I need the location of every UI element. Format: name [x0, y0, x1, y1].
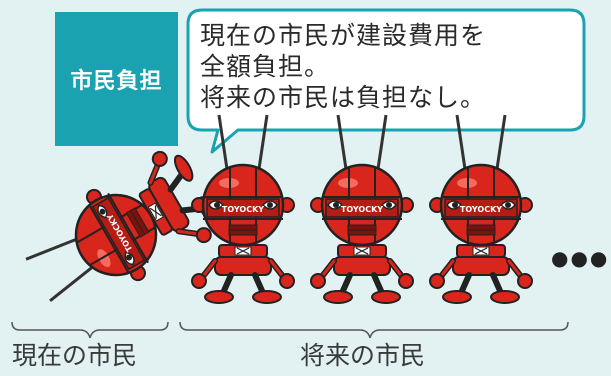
continuation-dots: ●●● — [551, 246, 609, 270]
bubble-line: 将来の市民は負担なし。 — [200, 83, 487, 112]
standing-robot-icon: TOYOCKY — [311, 115, 413, 303]
fallen-robot-icon: TOYOCKY — [13, 142, 227, 324]
future-citizen-label: 将来の市民 — [300, 341, 426, 370]
standing-robot-icon: TOYOCKY — [430, 115, 532, 303]
citizen-burden-badge: 市民負担 — [55, 12, 178, 146]
current-citizen-brace — [11, 321, 169, 339]
badge-label: 市民負担 — [70, 69, 163, 94]
robot-chest-text: TOYOCKY — [341, 205, 383, 214]
robot-chest-text: TOYOCKY — [460, 205, 502, 214]
robot-chest-text: TOYOCKY — [222, 205, 264, 214]
speech-bubble-text: 現在の市民が建設費用を 全額負担。 将来の市民は負担なし。 — [200, 20, 570, 113]
bubble-line: 現在の市民が建設費用を — [200, 21, 487, 50]
current-citizen-label: 現在の市民 — [12, 341, 138, 370]
bubble-line: 全額負担。 — [200, 52, 331, 81]
future-citizen-brace — [179, 321, 569, 339]
standing-robot-icon: TOYOCKY — [192, 115, 294, 303]
